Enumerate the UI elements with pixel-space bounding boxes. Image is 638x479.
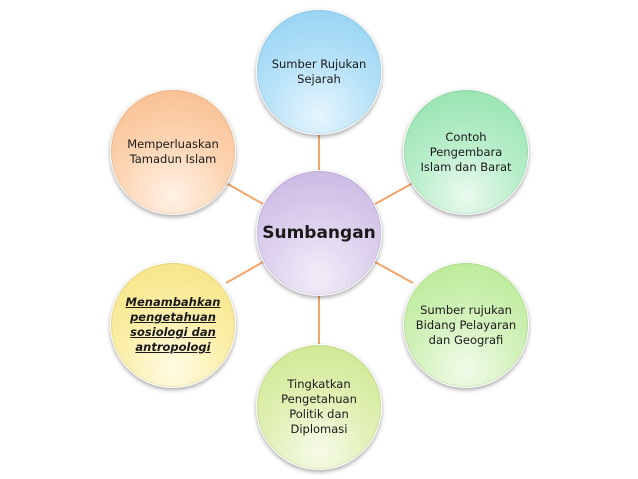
node-tingkatkan-pengetahuan: Tingkatkan Pengetahuan Politik dan Diplo… [256,344,382,470]
node-label: Sumber Rujukan Sejarah [271,57,367,86]
node-label: Memperluaskan Tamadun Islam [127,137,219,166]
node-sumber-rujukan-sejarah: Sumber Rujukan Sejarah [256,9,382,135]
connector-topleft [225,182,264,205]
node-label: Menambahkan pengetahuan sosiologi dan an… [125,295,221,354]
node-contoh-pengembara: Contoh Pengembara Islam dan Barat [403,89,529,215]
center-node-sumbangan: Sumbangan [256,170,382,296]
node-label: Sumber rujukan Bidang Pelayaran dan Geog… [415,302,517,347]
connector-botleft [225,261,264,284]
connector-topright [374,182,414,205]
node-sumber-rujukan-pelayaran: Sumber rujukan Bidang Pelayaran dan Geog… [403,262,529,388]
node-label: Contoh Pengembara Islam dan Barat [420,129,512,174]
node-label: Tingkatkan Pengetahuan Politik dan Diplo… [281,377,357,436]
connector-botright [374,261,414,284]
center-label: Sumbangan [262,223,376,243]
node-memperluaskan-tamadun: Memperluaskan Tamadun Islam [110,89,236,215]
node-menambahkan-pengetahuan: Menambahkan pengetahuan sosiologi dan an… [110,262,236,388]
